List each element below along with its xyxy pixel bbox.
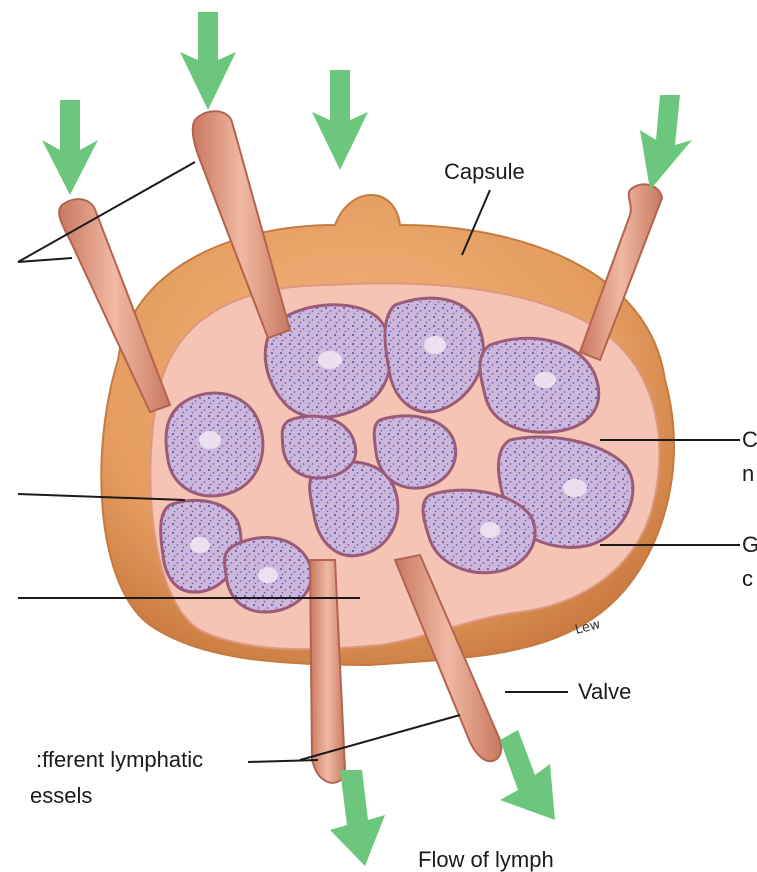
flow-of-lymph-label: Flow of lymph <box>418 848 554 872</box>
germinal-center-label-fragment-1: G <box>742 533 757 557</box>
efferent-vessels-label-line2: essels <box>30 784 92 808</box>
efferent-vessels-label-line1: :fferent lymphatic <box>36 748 203 772</box>
outflow-arrow-icon <box>330 730 555 866</box>
cortical-nodule-label-fragment-2: n <box>742 462 754 486</box>
germinal-center-label-fragment-2: c <box>742 567 753 591</box>
cortical-nodule-label-fragment-1: C <box>742 428 757 452</box>
valve-label: Valve <box>578 680 631 704</box>
inflow-arrow-icon <box>42 12 692 195</box>
capsule-label: Capsule <box>444 160 525 184</box>
